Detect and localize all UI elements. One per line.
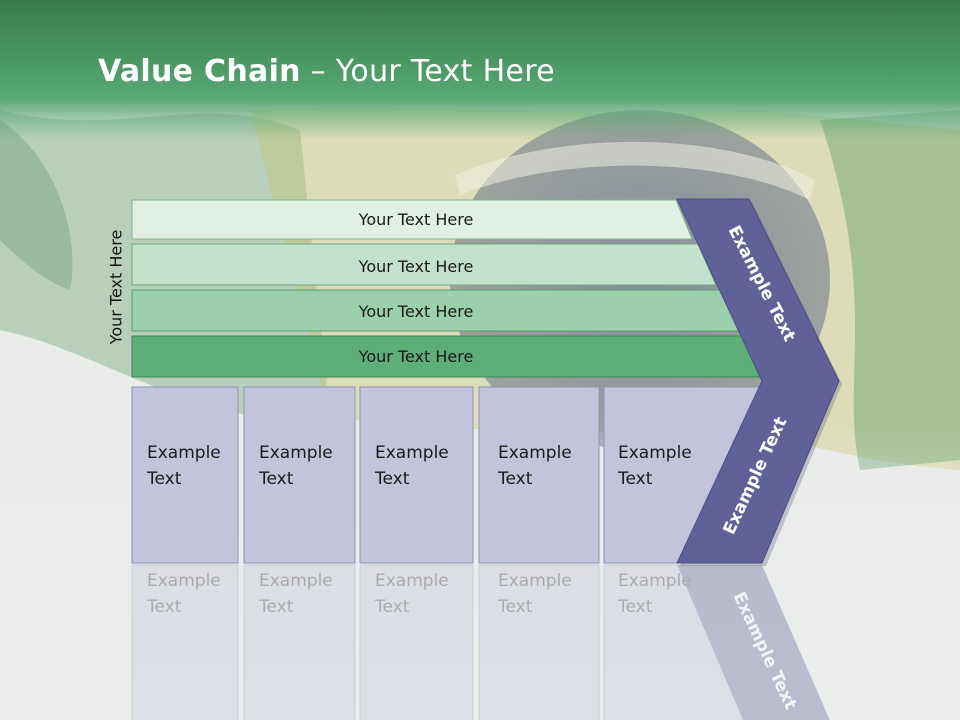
bar-2: [131, 243, 717, 286]
box-1-line2: Text: [146, 469, 182, 489]
reflection: Example Text Example Text Example Text E…: [131, 564, 830, 720]
box-4-line2: Text: [497, 469, 533, 489]
reflection-text: Text: [617, 597, 653, 617]
box-2-line1: Example: [259, 443, 333, 463]
box-reflection: [478, 564, 600, 720]
box-1: [131, 386, 239, 564]
reflection-text: Text: [497, 597, 533, 617]
bar-3-label: Your Text Here: [358, 302, 474, 321]
title-bar: [0, 0, 960, 140]
reflection-text: Example: [498, 571, 572, 591]
reflection-text: Text: [146, 597, 182, 617]
reflection-text: Example: [147, 571, 221, 591]
box-4-line1: Example: [498, 443, 572, 463]
reflection-text: Text: [374, 597, 410, 617]
box-1-line1: Example: [147, 443, 221, 463]
box-reflection: [359, 564, 474, 720]
box-3-line1: Example: [375, 443, 449, 463]
bar-1-label: Your Text Here: [358, 210, 474, 229]
box-reflection: [243, 564, 356, 720]
chevron-shadow: [680, 202, 842, 566]
chevron: [676, 198, 840, 564]
title-bold: Value Chain: [98, 54, 301, 89]
box-2-line2: Text: [258, 469, 294, 489]
reflection-text: Example: [375, 571, 449, 591]
reflection-text: Example: [618, 571, 692, 591]
bar-4-label: Your Text Here: [358, 347, 474, 366]
bar-1: [131, 199, 693, 240]
box-reflection: [603, 564, 752, 720]
box-3-line2: Text: [374, 469, 410, 489]
box-2: [243, 386, 356, 564]
box-3: [359, 386, 474, 564]
title-rest: – Your Text Here: [300, 54, 555, 89]
box-reflection: [131, 564, 239, 720]
reflection-text: Text: [258, 597, 294, 617]
box-4: [478, 386, 600, 564]
reflection-text: Example: [259, 571, 333, 591]
box-5-line2: Text: [617, 469, 653, 489]
box-5-line1: Example: [618, 443, 692, 463]
chevron-reflection: [677, 565, 830, 720]
bar-2-label: Your Text Here: [358, 257, 474, 276]
slide-title: Value Chain – Your Text Here: [98, 54, 555, 89]
